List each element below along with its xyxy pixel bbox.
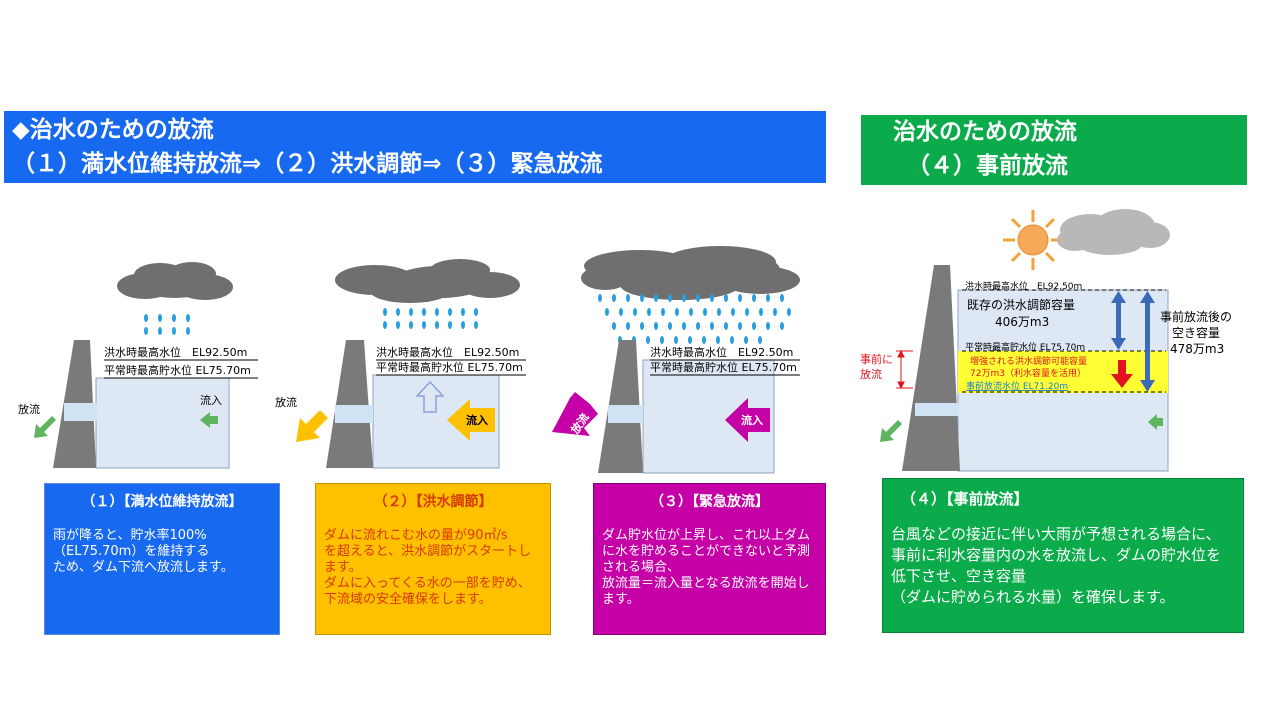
cloud-icon [117,262,233,300]
panel-2-outflow-label: 放流 [275,395,297,409]
panel-3-nwl: 平常時最高貯水位 EL75.70m [650,360,797,374]
panel-4-nwl: 平常時最高貯水位 EL75.70m [965,341,1085,353]
banner-left-subtitle: （１）満水位維持放流⇒（２）洪水調節⇒（３）緊急放流 [12,151,603,177]
panel-4-after-value: 478万m3 [1170,342,1224,356]
panel-4-existing-capacity-value: 406万m3 [995,315,1049,329]
rain-icon [598,294,791,344]
total-capacity-arrow-icon [1140,291,1155,392]
banner-right: 治水のための放流 （４）事前放流 [861,115,1247,185]
panel-2-body: ダムに流れこむ水の量が90㎥/s を超えると、洪水調節がスタートします。 ダムに… [324,528,532,607]
panel-3-title: （３）【緊急放流】 [650,494,769,510]
outflow-arrow-icon [296,410,328,442]
panel-2-title: （２）【洪水調節】 [373,494,493,510]
panel-4-increased-label: 増強される洪水調節可能容量 [970,355,1087,367]
cloud-icon [581,246,800,300]
panel-4-predischarge-level: 事前放流水位 EL71.20m [966,380,1068,392]
outflow-arrow-icon [34,416,56,438]
panel-1-title: （１）【満水位維持放流】 [81,494,243,510]
inflow-arrow-icon [447,399,495,441]
panel-4-advance-label-1: 事前に [860,352,893,366]
panel-2-diagram [296,259,526,469]
existing-capacity-arrow-icon [1111,291,1126,350]
panel-1-diagram [34,262,258,469]
panel-3-body: ダム貯水位が上昇し、これ以上ダムに水を貯めることができないと予測される場合、 放… [602,528,811,607]
outflow-arrow-icon [552,392,598,436]
panel-4-diagram [880,209,1170,472]
panel-4-title: （４）【事前放流】 [901,490,1029,508]
panel-3-description: （３）【緊急放流】 ダム貯水位が上昇し、これ以上ダムに水を貯めることができないと… [593,483,826,635]
advance-release-bracket-icon [896,349,913,390]
panel-1-hwl: 洪水時最高水位 EL92.50m [104,345,247,359]
outflow-arrow-icon [880,420,902,442]
panel-4-description: （４）【事前放流】 台風などの接近に伴い大雨が予想される場合に、事前に利水容量内… [882,478,1244,633]
panel-4-existing-capacity-label: 既存の洪水調節容量 [967,297,1075,312]
banner-right-title: 治水のための放流 [893,119,1077,145]
panel-2-nwl: 平常時最高貯水位 EL75.70m [376,360,523,374]
panel-2-description: （２）【洪水調節】 ダムに流れこむ水の量が90㎥/s を超えると、洪水調節がスタ… [315,483,551,635]
inflow-arrow-icon [725,398,770,442]
inflow-arrow-icon [200,412,218,428]
cloud-icon [335,259,520,303]
panel-3-hwl: 洪水時最高水位 EL92.50m [650,345,793,359]
panel-4-after-label-2: 空き容量 [1172,325,1220,340]
panel-1-body: 雨が降ると、貯水率100% （EL75.70m）を維持する ため、ダム下流へ放流… [53,528,234,575]
cloud-icon [1057,209,1170,255]
panel-3-diagram [552,246,800,474]
panel-1-description: （１）【満水位維持放流】 雨が降ると、貯水率100% （EL75.70m）を維持… [44,483,280,635]
panel-1-nwl: 平常時最高貯水位 EL75.70m [104,363,251,377]
panel-4-increased-value: 72万m3（利水容量を活用） [970,367,1086,379]
water-lower-arrow-icon [1111,360,1133,388]
panel-4-body: 台風などの接近に伴い大雨が予想される場合に、事前に利水容量内の水を放流し、ダムの… [891,525,1222,606]
banner-left-title: ◆治水のための放流 [12,117,214,143]
panel-1-inflow-label: 流入 [200,393,222,407]
banner-left: ◆治水のための放流 （１）満水位維持放流⇒（２）洪水調節⇒（３）緊急放流 [4,111,826,183]
water-rise-arrow-icon [415,380,445,413]
rain-icon [144,314,190,335]
panel-4-hwl: 洪水時最高水位 EL92.50m [965,280,1082,292]
panel-2-inflow-label: 流入 [466,413,488,427]
panel-1-outflow-label: 放流 [18,402,40,416]
inflow-arrow-icon [1148,414,1163,430]
panel-3-inflow-label: 流入 [741,413,763,427]
rain-icon [383,308,478,329]
sun-icon [1003,210,1063,270]
panel-2-hwl: 洪水時最高水位 EL92.50m [376,345,519,359]
panel-4-after-label-1: 事前放流後の [1160,309,1232,324]
panel-4-advance-label-2: 放流 [860,367,882,381]
banner-right-subtitle: （４）事前放流 [907,153,1068,179]
